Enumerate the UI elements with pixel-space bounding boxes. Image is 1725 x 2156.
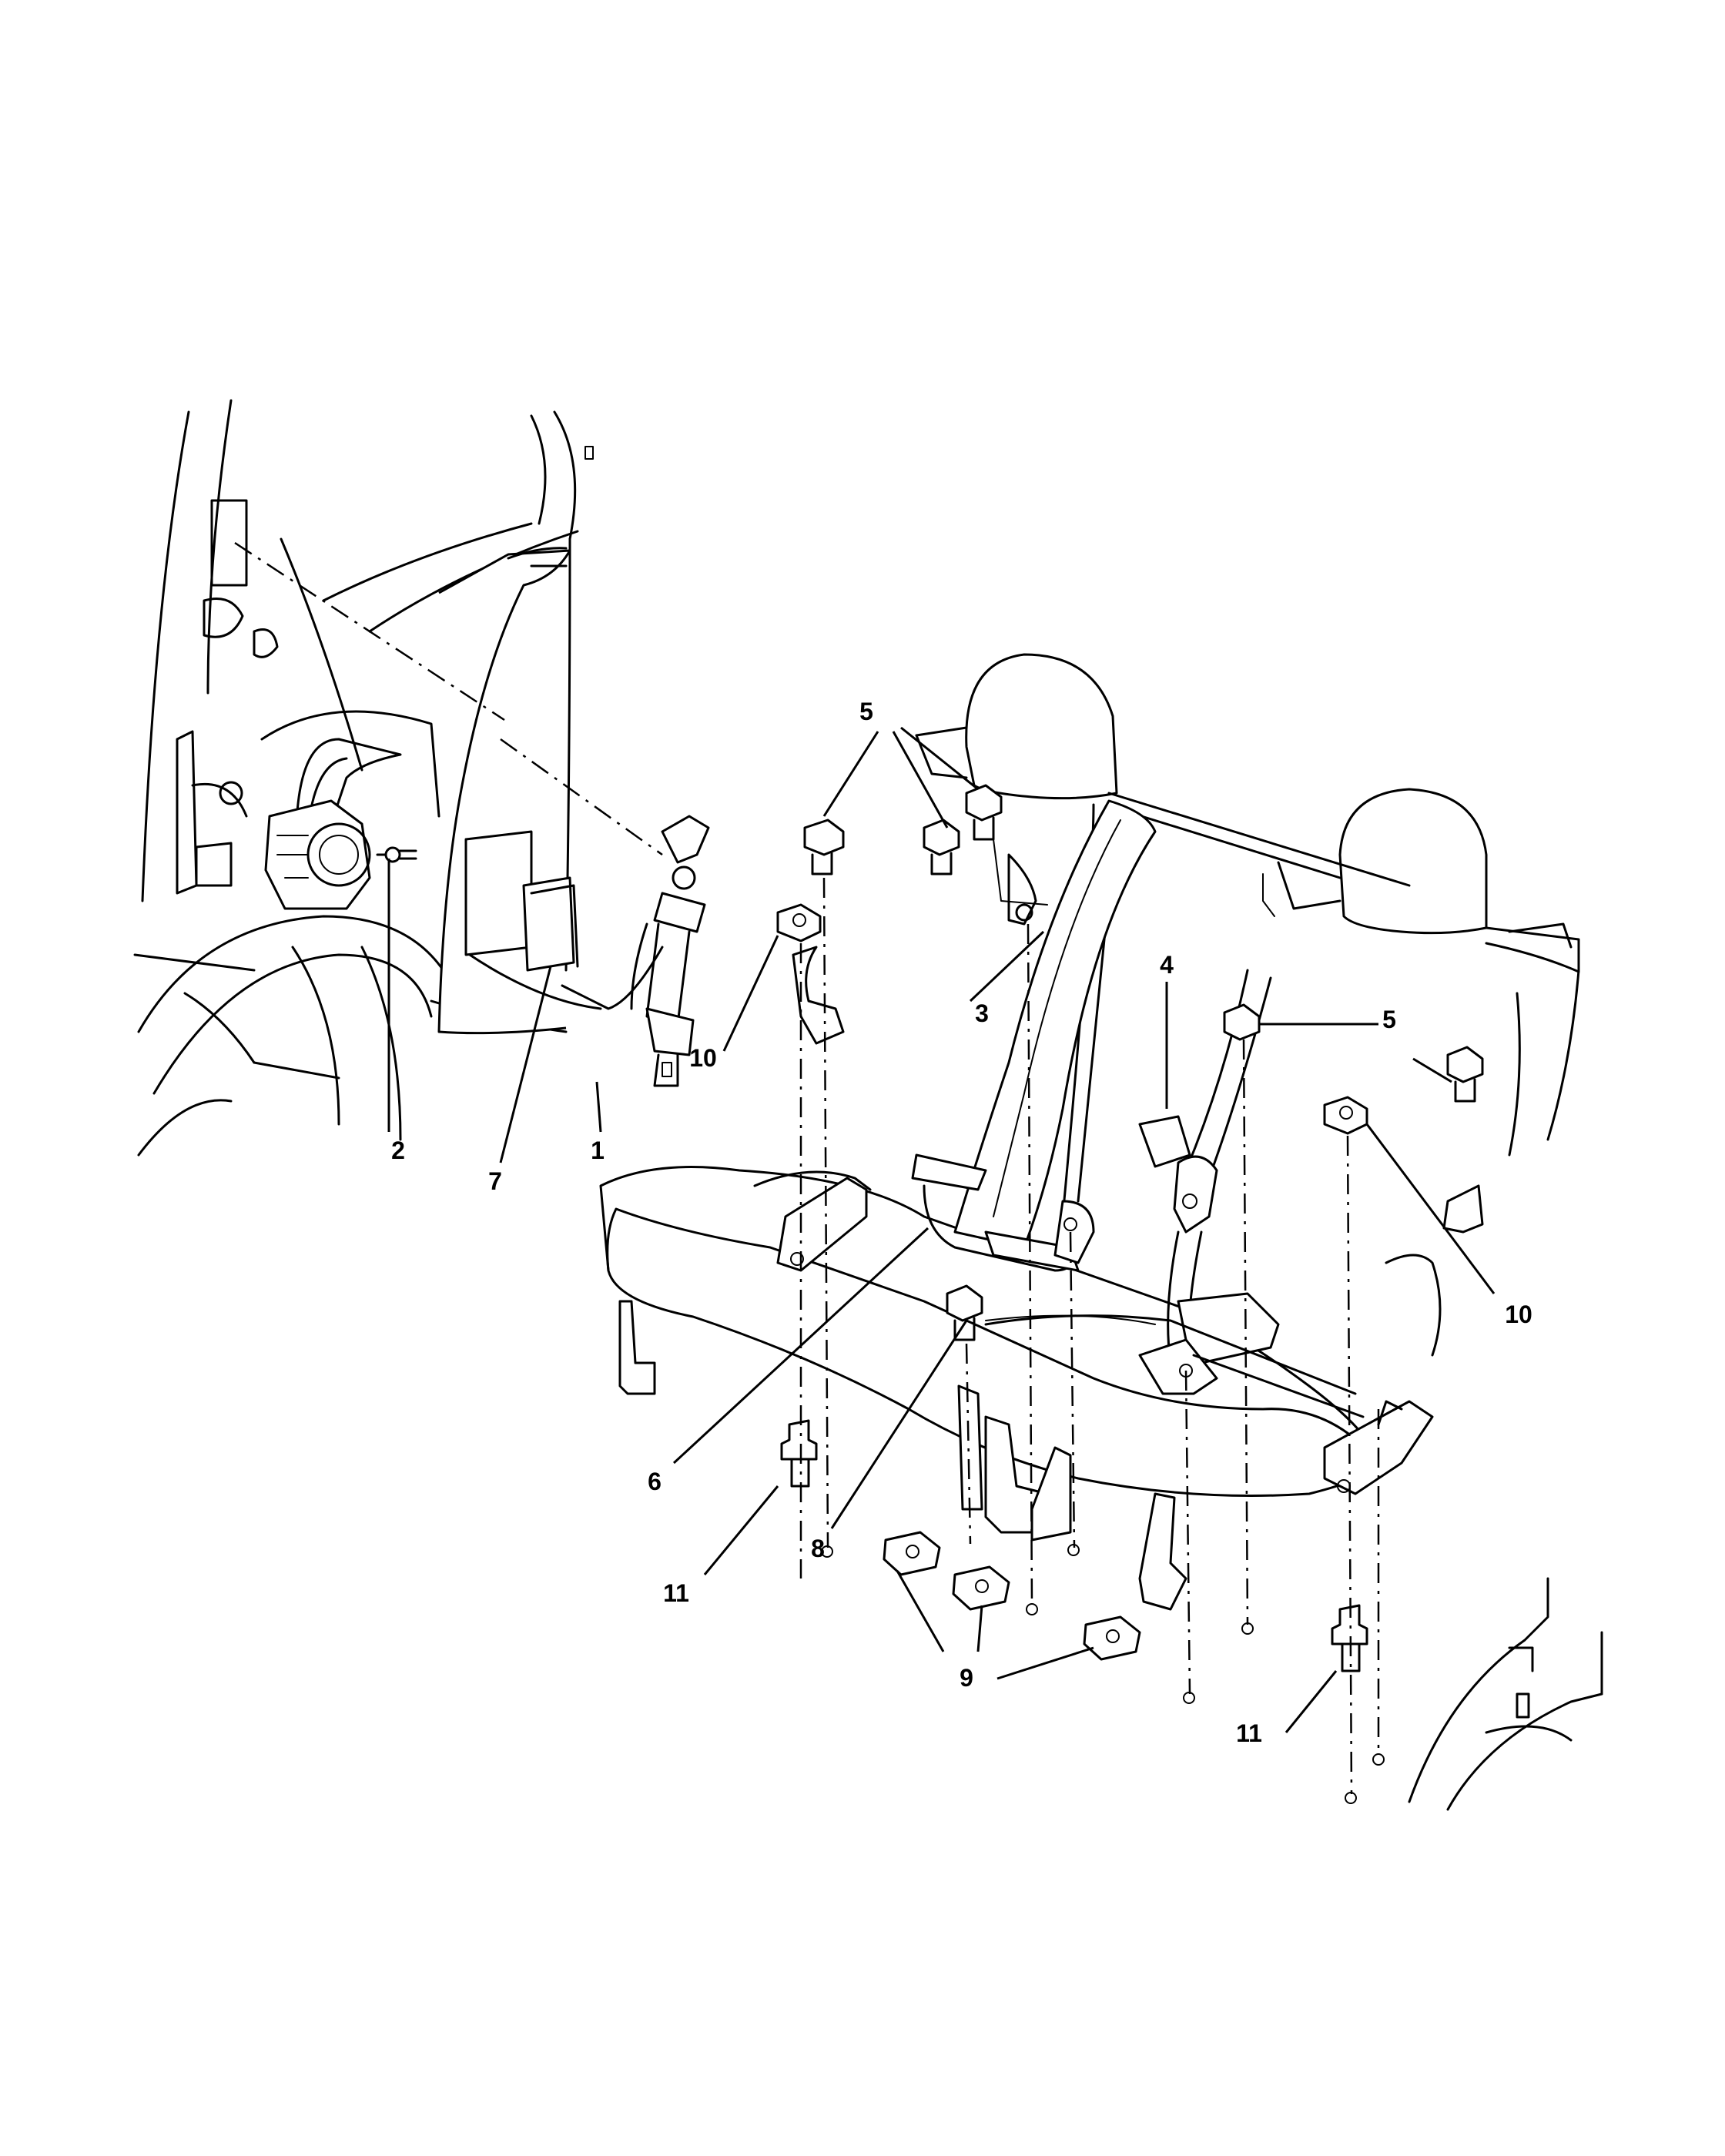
stud-11-right [1331,1604,1368,1672]
callout-11-left: 11 [663,1579,689,1607]
bolt-5-right-a [1223,1003,1261,1041]
callout-8: 8 [811,1535,825,1562]
callout-4: 4 [1160,951,1174,979]
bolt-5-center-b [923,819,960,875]
callout-10-right: 10 [1505,1301,1532,1328]
clip-nut-9c [1083,1615,1141,1661]
callout-3: 3 [975,999,989,1027]
right-anchor-bracket [1323,1254,1442,1495]
callout-9: 9 [960,1664,973,1692]
bolt-5-right-b [1446,1046,1484,1103]
seat-brackets [618,946,1484,1611]
stud-11-left [780,1419,818,1488]
body-floor-corner [1408,1577,1603,1811]
callout-10-left: 10 [689,1044,717,1072]
center-shoulder-belt [911,799,1157,1272]
clip-nut-9a [883,1531,941,1576]
callout-5-top: 5 [859,698,873,725]
callouts: 1 2 3 4 5 5 6 7 8 9 10 10 11 11 [391,698,1532,1747]
nut-10-right [1323,1096,1368,1135]
callout-5-right: 5 [1382,1006,1396,1033]
callout-7: 7 [488,1167,502,1195]
callout-1: 1 [591,1137,605,1164]
callout-2: 2 [391,1137,405,1164]
nut-10-left [776,903,822,942]
bolts [776,784,1484,1672]
callout-6: 6 [648,1468,662,1495]
alignment-lines-left [234,541,663,856]
bolt-5-center-a [965,784,1003,841]
clip-nut-9b [952,1565,1010,1611]
pillar-trim-panel [437,446,594,1035]
shoulder-belt-assembly [561,815,710,1087]
leader-lines [387,726,1496,1733]
alignment-lines-right [799,839,1385,1804]
retractor-assembly [264,738,417,910]
bolt-8 [946,1284,983,1341]
bolt-5-left [803,819,845,875]
body-side-panel [133,399,579,1157]
callout-11-right: 11 [1236,1719,1262,1747]
trim-cover [464,830,602,1010]
